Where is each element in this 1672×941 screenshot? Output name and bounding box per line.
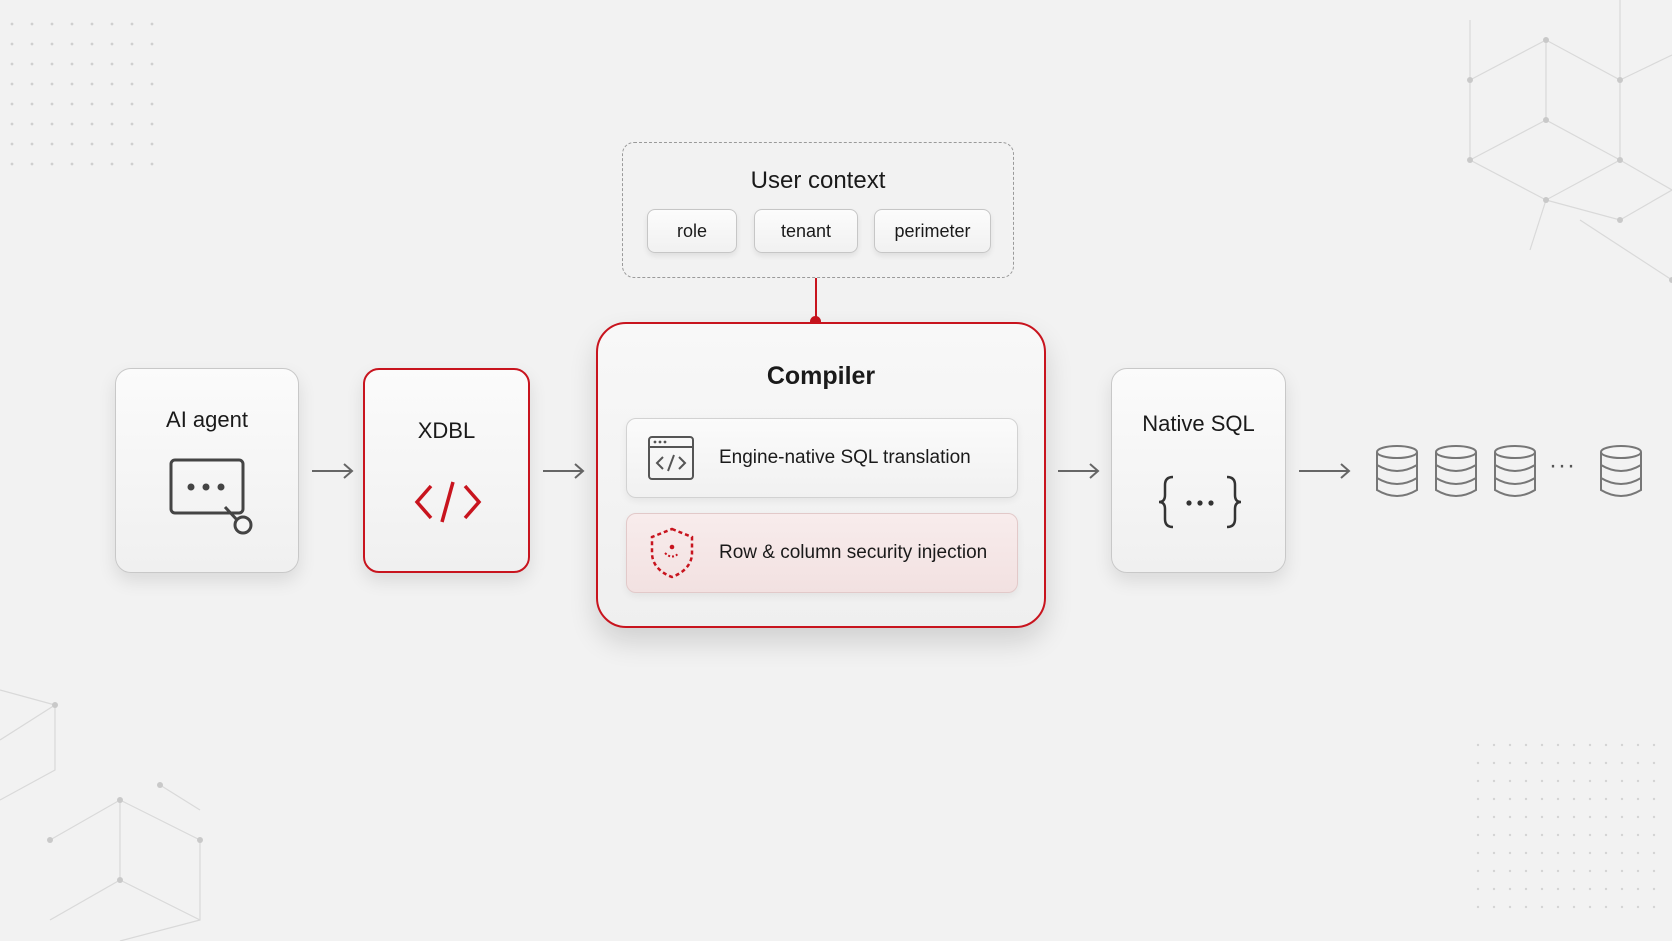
chat-cursor-icon	[169, 458, 253, 535]
arrow-xdbl-to-compiler	[543, 463, 585, 479]
chip-tenant: tenant	[754, 209, 858, 253]
database-icon	[1435, 445, 1477, 497]
translation-label: Engine-native SQL translation	[719, 447, 971, 468]
database-icon	[1494, 445, 1536, 497]
compiler-title: Compiler	[766, 362, 876, 390]
shield-icon	[650, 527, 694, 579]
xdbl-node: XDBL	[363, 368, 530, 573]
compiler-node: Compiler Engine-native SQL translation R…	[596, 322, 1046, 628]
ai-agent-node: AI agent	[115, 368, 299, 573]
xdbl-label: XDBL	[417, 418, 476, 443]
braces-icon	[1158, 475, 1242, 529]
compiler-row-security: Row & column security injection	[626, 513, 1018, 593]
arrow-agent-to-xdbl	[312, 463, 354, 479]
databases-ellipsis: ···	[1549, 452, 1576, 479]
code-icon	[414, 481, 482, 523]
arrow-native-to-databases	[1299, 463, 1351, 479]
arrow-compiler-to-native	[1058, 463, 1100, 479]
user-context-group: User context role tenant perimeter	[622, 142, 1014, 278]
database-icon	[1376, 445, 1418, 497]
user-context-title: User context	[750, 167, 886, 194]
database-icon	[1600, 445, 1642, 497]
connector-dot	[810, 316, 821, 327]
ai-agent-label: AI agent	[166, 407, 248, 432]
chip-role: role	[647, 209, 737, 253]
context-connector	[815, 278, 817, 322]
chip-perimeter: perimeter	[874, 209, 991, 253]
code-window-icon	[648, 436, 694, 480]
native-sql-label: Native SQL	[1142, 411, 1255, 436]
native-sql-node: Native SQL	[1111, 368, 1286, 573]
security-label: Row & column security injection	[719, 542, 988, 563]
compiler-row-translation: Engine-native SQL translation	[626, 418, 1018, 498]
